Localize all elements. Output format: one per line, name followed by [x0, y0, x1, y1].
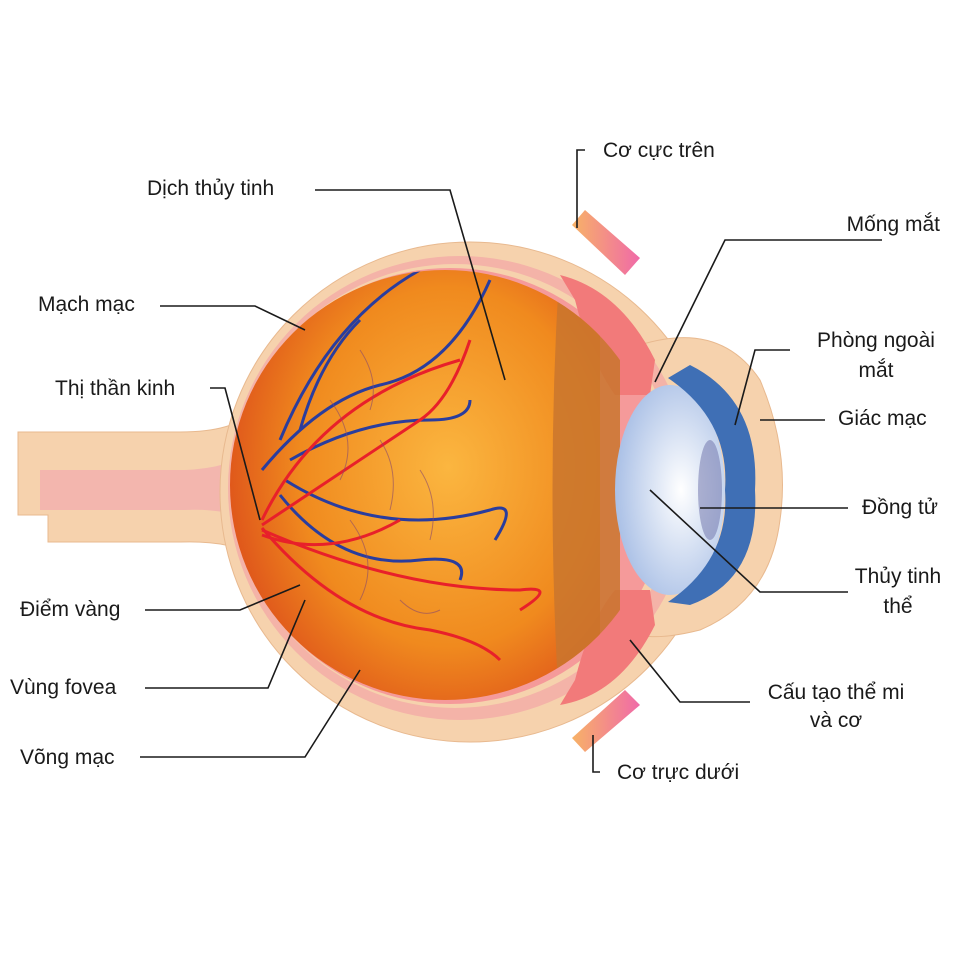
- arteries: [260, 339, 542, 662]
- label-lens-line1: Thủy tinh: [855, 565, 941, 588]
- optic-nerve-core: [40, 450, 262, 525]
- lens: [615, 385, 725, 595]
- inferior-rectus-muscle: [572, 690, 640, 752]
- leader-lines: [140, 149, 882, 773]
- label-pupil: Đồng tử: [862, 496, 938, 519]
- label-choroid: Mạch mạc: [38, 293, 135, 316]
- label-superior-muscle: Cơ cực trên: [603, 139, 715, 162]
- label-ciliary-line2: và cơ: [810, 709, 863, 732]
- ciliary-body-top: [560, 275, 655, 395]
- veins: [260, 270, 508, 581]
- label-macula: Điểm vàng: [20, 598, 120, 621]
- label-anterior-chamber-line2: mắt: [858, 359, 893, 382]
- label-iris: Mống mắt: [847, 213, 941, 236]
- label-fovea: Vùng fovea: [10, 676, 117, 699]
- label-retina: Võng mạc: [20, 746, 115, 769]
- label-lens-line2: thể: [883, 595, 912, 618]
- label-ciliary-line1: Cấu tạo thể mi: [768, 681, 905, 704]
- pupil-shadow: [698, 440, 722, 540]
- label-cornea: Giác mạc: [838, 407, 927, 430]
- label-inferior-muscle: Cơ trực dưới: [617, 761, 739, 784]
- label-optic-nerve: Thị thần kinh: [55, 377, 175, 400]
- iris: [668, 365, 756, 605]
- superior-rectus-muscle: [572, 210, 640, 275]
- ciliary-body-bottom: [560, 590, 655, 705]
- label-vitreous: Dịch thủy tinh: [147, 177, 274, 200]
- label-anterior-chamber-line1: Phòng ngoài: [817, 329, 935, 352]
